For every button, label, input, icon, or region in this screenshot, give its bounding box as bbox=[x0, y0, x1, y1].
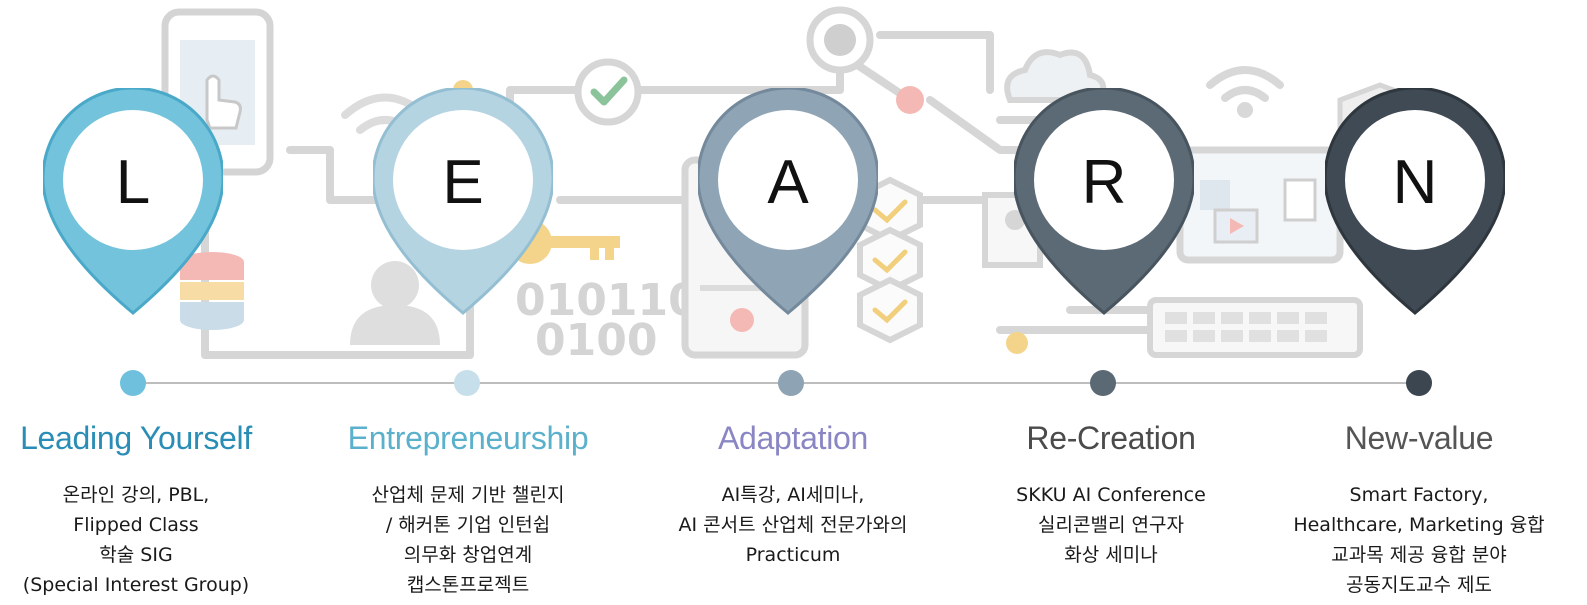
pin-R: R bbox=[1014, 88, 1194, 328]
section-line: 산업체 문제 기반 챌린지 bbox=[371, 484, 565, 506]
red-node-icon bbox=[896, 86, 924, 114]
section-description: Smart Factory, Healthcare, Marketing 융합 … bbox=[1269, 480, 1569, 600]
pin-N: N bbox=[1325, 88, 1505, 328]
section-line: 의무화 창업연계 bbox=[403, 544, 533, 566]
cloud-icon bbox=[1004, 49, 1107, 103]
timeline-dot-A bbox=[778, 370, 804, 396]
pin-letter: E bbox=[442, 148, 484, 217]
pin-letter: A bbox=[767, 148, 809, 217]
section-re-creation: Re-Creation SKKU AI Conference 실리콘밸리 연구자… bbox=[961, 416, 1261, 570]
section-line: Practicum bbox=[745, 544, 841, 566]
section-line: Smart Factory, bbox=[1349, 484, 1489, 506]
section-line: 캡스톤프로젝트 bbox=[406, 574, 530, 596]
section-line: 교과목 제공 융합 분야 bbox=[1331, 544, 1507, 566]
yellow-dot-icon bbox=[1006, 332, 1028, 354]
keyboard-icon bbox=[1147, 297, 1363, 358]
section-line: Healthcare, Marketing 융합 bbox=[1293, 514, 1545, 536]
section-title: Entrepreneurship bbox=[347, 420, 589, 456]
section-entrepreneurship: Entrepreneurship 산업체 문제 기반 챌린지 / 해커톤 기업 … bbox=[318, 416, 618, 600]
section-title: New-value bbox=[1344, 420, 1494, 456]
checklist-icon bbox=[857, 176, 923, 344]
section-leading-yourself: Leading Yourself 온라인 강의, PBL, Flipped Cl… bbox=[0, 416, 286, 600]
section-title: Re-Creation bbox=[1026, 420, 1196, 456]
section-adaptation: Adaptation AI특강, AI세미나, AI 콘서트 산업체 전문가와의… bbox=[643, 416, 943, 570]
section-title: Leading Yourself bbox=[20, 420, 252, 456]
section-line: 공동지도교수 제도 bbox=[1346, 574, 1492, 596]
section-line: SKKU AI Conference bbox=[1016, 484, 1206, 506]
binary-text-2: 0100 bbox=[535, 315, 657, 360]
timeline-dot-R bbox=[1090, 370, 1116, 396]
user-icon bbox=[350, 261, 440, 345]
section-line: 실리콘밸리 연구자 bbox=[1038, 514, 1184, 536]
pin-letter: N bbox=[1392, 148, 1438, 217]
pin-A: A bbox=[698, 88, 878, 328]
pin-L: L bbox=[43, 88, 223, 328]
section-new-value: New-value Smart Factory, Healthcare, Mar… bbox=[1269, 416, 1569, 600]
section-description: 산업체 문제 기반 챌린지 / 해커톤 기업 인턴쉽 의무화 창업연계 캡스톤프… bbox=[318, 480, 618, 600]
database-icon bbox=[180, 252, 244, 330]
wifi-icon-right bbox=[1206, 66, 1284, 118]
map-pin-icon bbox=[698, 88, 878, 315]
monitor-icon bbox=[1176, 146, 1344, 264]
section-line: 학술 SIG bbox=[99, 544, 173, 566]
section-line: Flipped Class bbox=[73, 514, 199, 536]
map-pin-icon bbox=[1325, 88, 1505, 315]
network-node-icon bbox=[806, 6, 874, 74]
pin-letter: R bbox=[1081, 148, 1127, 217]
map-pin-icon bbox=[373, 88, 553, 315]
section-line: AI특강, AI세미나, bbox=[721, 484, 865, 506]
section-line: (Special Interest Group) bbox=[22, 574, 250, 596]
timeline-dot-N bbox=[1406, 370, 1432, 396]
binary-text-1: 010110 bbox=[515, 275, 699, 326]
pin-E: E bbox=[373, 88, 553, 328]
timeline-line bbox=[130, 382, 1420, 384]
section-line: / 해커톤 기업 인턴쉽 bbox=[385, 514, 551, 536]
section-line: 화상 세미나 bbox=[1064, 544, 1158, 566]
timeline-dot-L bbox=[120, 370, 146, 396]
section-description: 온라인 강의, PBL, Flipped Class 학술 SIG (Speci… bbox=[0, 480, 286, 600]
map-pin-icon bbox=[43, 88, 223, 315]
checkmark-circle-icon bbox=[574, 58, 642, 126]
section-line: AI 콘서트 산업체 전문가와의 bbox=[678, 514, 908, 536]
timeline-dot-E bbox=[454, 370, 480, 396]
map-pin-icon bbox=[1014, 88, 1194, 315]
section-description: AI특강, AI세미나, AI 콘서트 산업체 전문가와의 Practicum bbox=[643, 480, 943, 570]
section-title: Adaptation bbox=[717, 420, 869, 456]
pin-letter: L bbox=[115, 148, 151, 217]
section-line: 온라인 강의, PBL, bbox=[62, 484, 210, 506]
section-description: SKKU AI Conference 실리콘밸리 연구자 화상 세미나 bbox=[961, 480, 1261, 570]
